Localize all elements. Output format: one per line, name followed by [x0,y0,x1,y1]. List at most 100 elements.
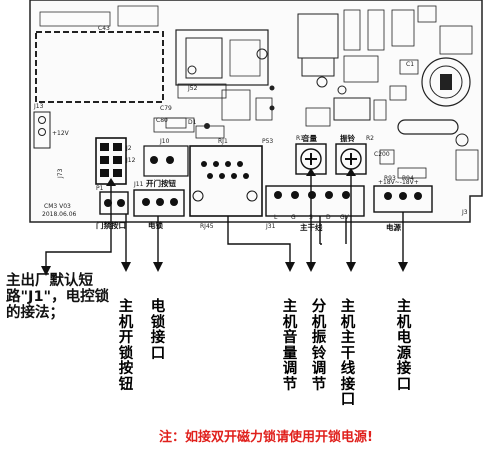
pin [117,199,125,207]
electric-lock-label: 电锁 [148,220,163,230]
component [153,117,195,133]
main-open-button-callout: 主机开锁按钮 [118,299,134,393]
pin [104,199,112,207]
silk-label: R93 [384,175,396,182]
silk-label: R1 [296,135,304,142]
component [455,133,469,147]
component [221,89,251,121]
component [229,39,261,77]
component [417,5,437,23]
power-pins-label: +18V~-18V+ [378,179,419,186]
button-connector [143,145,189,177]
ring-label: 振铃 [340,133,355,143]
component [343,9,361,51]
component [333,97,371,121]
open-button-label: 开门按钮 [146,178,176,188]
component [439,25,473,55]
lock-button-connector [99,191,129,215]
trunk-pin-label: D [326,214,331,221]
lock-port-callout: 电锁接口 [150,299,166,362]
component [33,111,51,149]
component [117,5,159,27]
ring-adjust-callout: 分机振铃调节 [311,299,327,393]
silk-label: R2 [366,135,374,142]
silk-label: C79 [160,105,172,112]
component [195,125,225,139]
silk-label: 2018.06.06 [42,211,77,218]
trunk-terminal-screws [274,191,350,199]
component [305,107,331,127]
rj45-pins [192,161,258,202]
trunk-port-callout: 主机主干线接口 [340,299,356,408]
component [38,128,46,136]
pin [399,192,407,200]
power-port-callout: 主机电源接口 [396,299,412,393]
silk-label: J13 [33,103,44,110]
silk-label: C1 [406,61,414,68]
component [185,37,223,79]
silk-label: RJ1 [218,138,228,145]
component [175,29,269,86]
silk-label: J11 [133,181,144,188]
silk-label: J2 [125,145,132,152]
silk-label: J31 [265,223,276,230]
transformer-core [429,65,463,99]
transformer [421,57,471,107]
silk-label: RJ45 [200,223,214,230]
trunk-pin-label: GV [340,214,350,221]
relay-block [35,31,164,103]
silk-label: J3 [461,209,468,216]
trunk-pin-label: L [274,214,278,221]
jumper-pins [100,143,122,177]
component [269,85,275,91]
component [177,83,227,99]
silk-label: C200 [374,151,390,158]
pin [414,192,422,200]
rj45-jack [189,145,263,217]
pin [150,156,158,164]
knob-slot [305,153,317,165]
component [39,11,111,27]
silk-label: +12V [52,130,70,137]
component [316,76,328,88]
component [38,116,46,124]
component [397,119,459,135]
component [373,99,387,121]
silk-label: J10 [159,138,170,145]
component [399,59,419,75]
component [256,48,268,60]
component [455,149,479,181]
component [343,55,379,83]
jumper-note: 主出厂默认短路"J1"，电控锁的接法； [6,273,110,321]
electric-lock-connector [133,189,185,217]
main-volume-callout: 主机音量调节 [282,299,298,393]
silk-label: D1 [188,119,197,126]
pin [142,198,150,206]
power-label: 电源 [386,222,401,232]
footer-note: 注：如接双开磁力锁请使用开锁电源! [159,430,373,445]
silk-label: P53 [262,138,273,145]
silk-label: CM3 V03 [44,203,71,210]
component [301,57,335,77]
silk-label: J73 [57,168,64,179]
component [379,149,395,165]
component [367,9,385,51]
arrowheads [41,168,408,276]
component [337,85,347,95]
silk-label: C43 [98,25,110,32]
component [391,9,415,47]
volume-label: 音量 [302,133,317,143]
trunk-pin-label: G [291,214,296,221]
silk-label: J12 [125,157,136,164]
silk-label: J52 [187,85,198,92]
pin [156,198,164,206]
component [440,74,452,90]
pin [170,198,178,206]
silk-label: P1 [96,185,104,192]
trunk-terminal [265,185,365,217]
leader-lines [45,174,404,268]
component [269,105,275,111]
pin [384,192,392,200]
